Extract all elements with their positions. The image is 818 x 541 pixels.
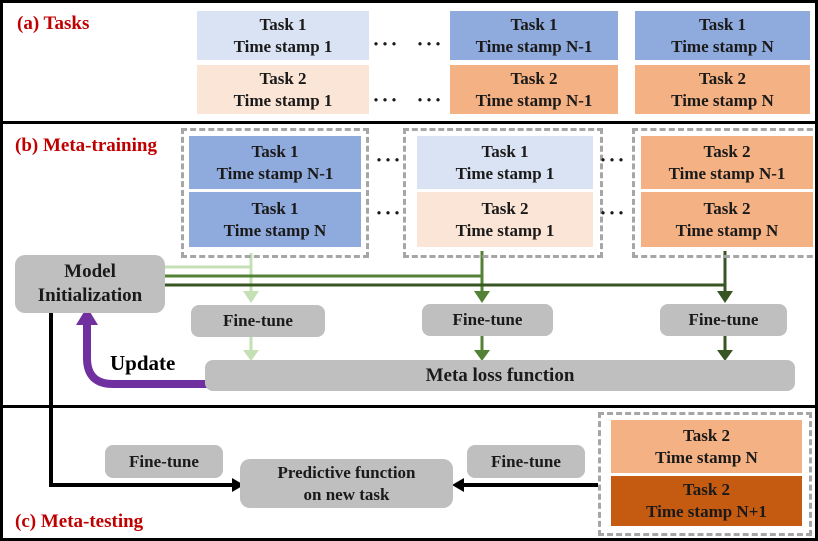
section-c-label: (c) Meta-testing bbox=[15, 511, 144, 532]
task-box: Task 2 Time stamp N-1 bbox=[450, 65, 618, 114]
fine-tune-node-2: Fine-tune bbox=[422, 304, 553, 336]
task-box-line1: Task 2 bbox=[698, 68, 747, 88]
task-box-line1: Task 1 bbox=[259, 14, 307, 34]
model-init-line2: Initialization bbox=[37, 285, 143, 306]
task-box-line1: Task 2 bbox=[259, 68, 307, 88]
ellipsis: ··· bbox=[375, 147, 403, 172]
task-box-line2: Time stamp N-1 bbox=[475, 90, 593, 110]
task-box: Task 2 Time stamp N bbox=[635, 65, 810, 114]
task-box-line2: Time stamp 1 bbox=[233, 36, 333, 56]
arrowhead-icon bbox=[452, 478, 464, 492]
arrowhead-icon bbox=[474, 350, 490, 361]
ellipsis: ··· bbox=[416, 87, 444, 112]
task-box-line1: Task 2 bbox=[703, 198, 751, 218]
section-a-label: (a) Tasks bbox=[17, 13, 90, 34]
task-box-line2: Time stamp N bbox=[675, 220, 779, 240]
task-box: Task 1 Time stamp 1 bbox=[197, 11, 369, 60]
task-box-line1: Task 2 bbox=[510, 68, 558, 88]
arrowhead-icon bbox=[76, 307, 98, 325]
arrowhead-icon bbox=[474, 291, 490, 303]
fine-tune-node-3: Fine-tune bbox=[660, 304, 787, 336]
init-to-predictive-arrow bbox=[49, 313, 232, 487]
meta-train-group: Task 1 Time stamp 1 Task 2 Time stamp 1 bbox=[403, 128, 603, 258]
predictive-function-node: Predictive function on new task bbox=[240, 459, 453, 508]
update-label: Update bbox=[110, 351, 176, 375]
task-box-line1: Task 2 bbox=[703, 141, 751, 161]
task-box-line2: Time stamp N-1 bbox=[668, 163, 786, 183]
arrowhead-icon bbox=[717, 350, 733, 361]
task-box-line1: Task 1 bbox=[251, 141, 299, 161]
task-box: Task 2 Time stamp N bbox=[611, 420, 802, 473]
arrowhead-icon bbox=[243, 350, 259, 361]
task-box: Task 2 Time stamp N bbox=[641, 192, 813, 247]
task-box-line2: Time stamp 1 bbox=[455, 220, 555, 240]
task-box-line2: Time stamp N bbox=[671, 36, 774, 56]
task-box: Task 1 Time stamp N-1 bbox=[189, 136, 361, 189]
ellipsis: ··· bbox=[372, 31, 400, 56]
task-box: Task 1 Time stamp N bbox=[189, 192, 361, 247]
task-box: Task 2 Time stamp 1 bbox=[417, 192, 593, 247]
model-initialization-node: Model Initialization bbox=[15, 255, 165, 313]
task-box-line1: Task 1 bbox=[510, 14, 558, 34]
section-b-label: (b) Meta-training bbox=[15, 135, 157, 156]
task-box-line1: Task 2 bbox=[682, 480, 731, 499]
ellipsis: ··· bbox=[416, 31, 444, 56]
fine-tune-node-test-left: Fine-tune bbox=[105, 445, 223, 478]
task-box-line1: Task 2 bbox=[481, 198, 529, 218]
meta-train-group: Task 1 Time stamp N-1 Task 1 Time stamp … bbox=[181, 128, 369, 258]
arrowhead-icon bbox=[232, 478, 244, 492]
meta-train-group: Task 2 Time stamp N-1 Task 2 Time stamp … bbox=[632, 128, 815, 258]
arrowhead-icon bbox=[243, 291, 259, 303]
predictive-line2: on new task bbox=[303, 484, 390, 504]
task-box-line2: Time stamp N+1 bbox=[646, 502, 767, 521]
model-init-line1: Model bbox=[64, 261, 116, 282]
task-box: Task 2 Time stamp N+1 bbox=[611, 476, 802, 526]
task-box-line1: Task 1 bbox=[251, 198, 299, 218]
task-box-line2: Time stamp N-1 bbox=[216, 163, 334, 183]
task-box: Task 1 Time stamp N-1 bbox=[450, 11, 618, 60]
task-box-line2: Time stamp N-1 bbox=[475, 36, 593, 56]
task-box-line2: Time stamp 1 bbox=[233, 90, 333, 110]
fine-tune-node-1: Fine-tune bbox=[191, 305, 325, 337]
task-box-line1: Task 2 bbox=[682, 425, 731, 445]
fine-tune-node-test-right: Fine-tune bbox=[467, 445, 585, 478]
task-box-line1: Task 1 bbox=[698, 14, 747, 34]
ellipsis: ··· bbox=[375, 200, 403, 225]
task-box-line2: Time stamp 1 bbox=[455, 163, 555, 183]
task-box-line2: Time stamp N bbox=[223, 220, 327, 240]
divider-b-c bbox=[3, 405, 815, 408]
task-box-line2: Time stamp N bbox=[671, 90, 774, 110]
task-box: Task 1 Time stamp 1 bbox=[417, 136, 593, 189]
meta-test-group: Task 2 Time stamp N Task 2 Time stamp N+… bbox=[598, 412, 812, 536]
update-arrow bbox=[83, 321, 208, 388]
ellipsis: ··· bbox=[372, 87, 400, 112]
task-box-line1: Task 1 bbox=[481, 141, 529, 161]
task-box-line2: Time stamp N bbox=[655, 447, 758, 467]
ellipsis: ··· bbox=[599, 200, 627, 225]
meta-loss-node: Meta loss function bbox=[205, 360, 795, 391]
task-box: Task 2 Time stamp N-1 bbox=[641, 136, 813, 189]
task-box: Task 2 Time stamp 1 bbox=[197, 65, 369, 114]
arrowhead-icon bbox=[717, 291, 733, 303]
divider-a-b bbox=[3, 121, 815, 124]
ellipsis: ··· bbox=[599, 147, 627, 172]
predictive-line1: Predictive function bbox=[277, 462, 416, 482]
task-box: Task 1 Time stamp N bbox=[635, 11, 810, 60]
